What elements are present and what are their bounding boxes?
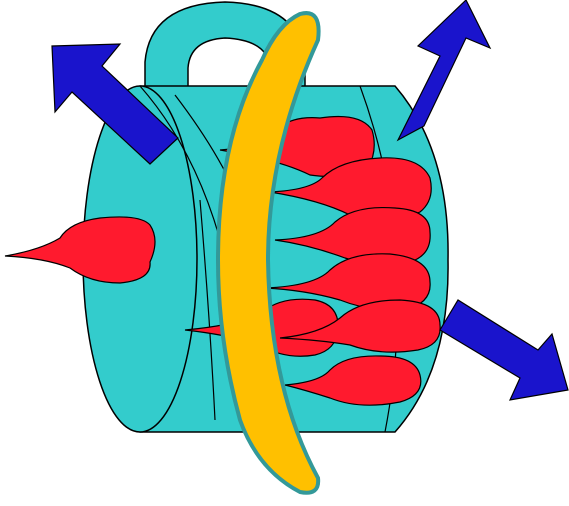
arrow-up-right [398, 0, 490, 140]
arrow-down-right [440, 300, 568, 400]
red-blob-front [5, 217, 155, 283]
